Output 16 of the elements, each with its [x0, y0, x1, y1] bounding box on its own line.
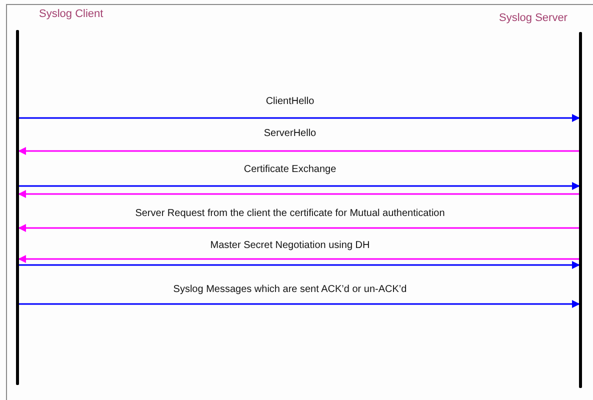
message-label: Certificate Exchange — [242, 164, 338, 175]
message-arrow — [19, 114, 580, 122]
message-label: Server Request from the client the certificate for Mutual authentication — [133, 208, 447, 219]
lifeline-heading: Syslog Server — [499, 12, 568, 24]
message-label: ServerHello — [262, 128, 318, 139]
lifeline-heading: Syslog Client — [39, 8, 104, 20]
message-arrow — [18, 255, 579, 263]
message-arrow — [19, 182, 580, 190]
message-arrow — [19, 300, 580, 308]
message-arrow — [18, 147, 579, 155]
message-arrow — [18, 190, 579, 198]
message-label: ClientHello — [264, 96, 316, 107]
message-label: Master Secret Negotiation using DH — [208, 240, 372, 251]
message-arrow — [19, 261, 580, 269]
message-arrow — [18, 224, 579, 232]
message-label: Syslog Messages which are sent ACK’d or un-ACK’d — [171, 284, 409, 295]
